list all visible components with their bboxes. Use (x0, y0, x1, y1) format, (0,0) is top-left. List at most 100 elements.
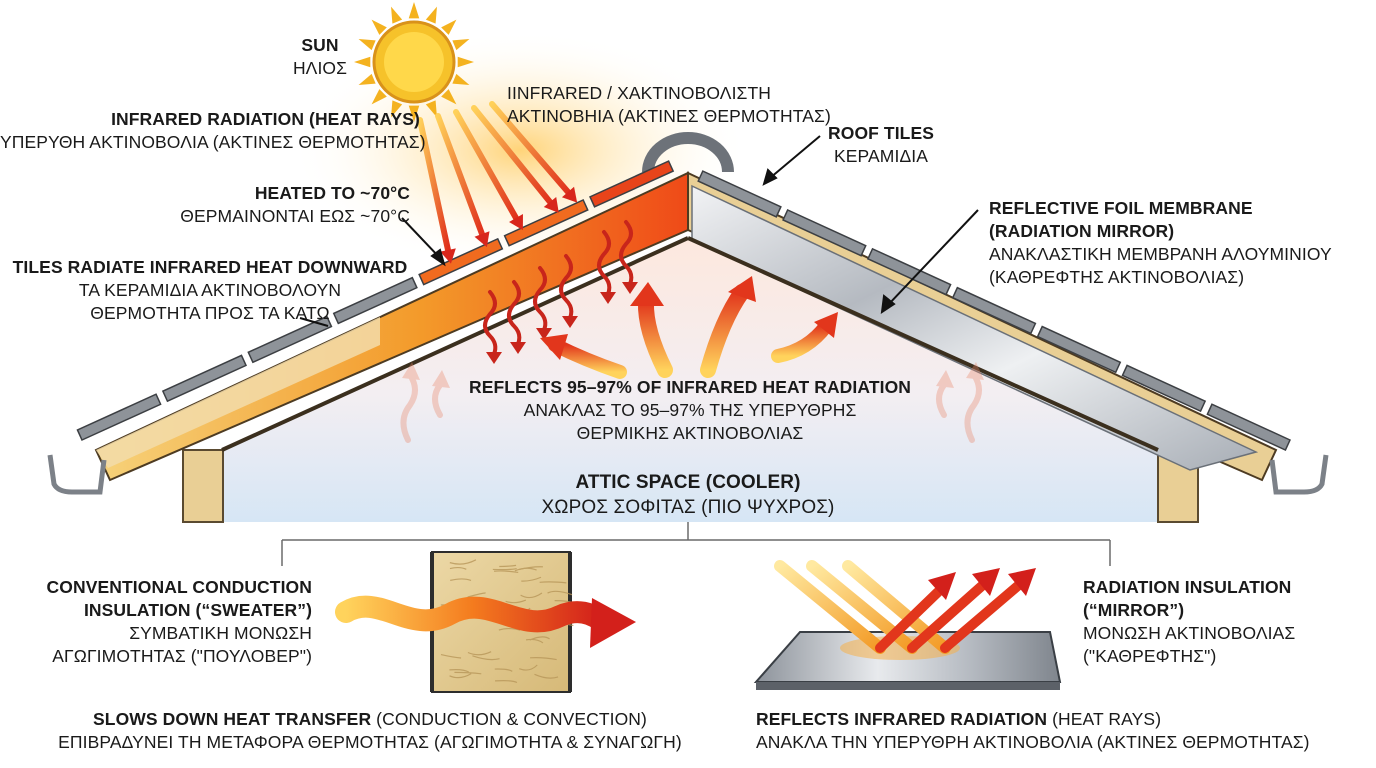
heat-ray (471, 105, 553, 205)
right-gutter (1269, 454, 1329, 495)
downward-heat-arrows (483, 220, 638, 364)
arrow-icon (543, 196, 559, 213)
reflective-foil (691, 184, 1259, 471)
wavy-heat-arrow (619, 220, 634, 286)
wavy-arrow-head (622, 282, 638, 294)
wavy-arrow-head (562, 316, 578, 328)
arrow-icon (561, 186, 578, 203)
roof-tile (76, 393, 162, 441)
wavy-arrow-head (600, 292, 616, 304)
sun-ray (371, 89, 387, 105)
bracket-lines (281, 522, 1111, 566)
roof-tile (866, 247, 952, 296)
roof-tile (1121, 364, 1207, 413)
batt-fiber (492, 567, 517, 571)
roof-tiles-right (697, 170, 1291, 451)
batt-fiber (525, 638, 544, 644)
roof-tiles-label: ROOF TILES ΚΕΡΑΜΙΔΙΑ (828, 123, 934, 166)
left-rafter-cream (96, 317, 380, 468)
sun-ray (358, 39, 376, 51)
attic-label: ATTIC SPACE (COOLER) ΧΩΡΟΣ ΣΟΦΙΤΑΣ (ΠΙΟ … (541, 472, 835, 518)
arrow-icon (440, 248, 456, 264)
batt-fiber (498, 627, 521, 631)
batt-fiber (505, 599, 527, 604)
left-wall (182, 449, 224, 523)
sun-ray (408, 2, 420, 19)
batt-fiber (449, 668, 470, 673)
wavy-arrow-head (510, 342, 526, 354)
conventional-label: CONVENTIONAL CONDUCTION INSULATION (“SWE… (46, 577, 312, 666)
batt-fiber (493, 570, 519, 574)
heat-ray (489, 101, 571, 195)
wavy-arrow-head (536, 328, 552, 340)
radiation-insulation-label: RADIATION INSULATION (“MIRROR”) ΜΟΝΩΣΗ Α… (1083, 577, 1296, 666)
batt-fiber (450, 578, 472, 582)
batt-fiber (449, 673, 472, 679)
roof-tile (697, 170, 782, 218)
batt-fiber (521, 576, 542, 582)
sun-ray (452, 39, 470, 51)
batt-fiber (530, 657, 557, 661)
wavy-heat-arrow (597, 230, 612, 296)
arrow-icon (474, 231, 490, 248)
batt-fiber (520, 592, 543, 599)
sun-ray (371, 19, 387, 35)
mirror-plate-icon (753, 560, 1062, 690)
sun-ray (391, 6, 403, 24)
batt-fiber (467, 651, 492, 656)
sun-ray (425, 100, 437, 118)
heat-ray (435, 113, 485, 237)
heat-ray (417, 117, 451, 253)
roof-tiles-left (76, 160, 675, 441)
sun-ray (358, 73, 376, 85)
sun-ray (457, 56, 474, 68)
batt-fiber (499, 564, 517, 568)
heat-ray (453, 109, 519, 221)
infrared-top-label: IINFRARED / ΧΑΚΤΙΝΟΒΟΛΙΣΤΗ ΑΚΤΙΝΟΒΗΙΑ (Α… (507, 83, 831, 126)
sun-label: SUN ΗΛΙΟΣ (292, 35, 348, 78)
roof-tile (161, 354, 248, 403)
wavy-heat-arrow (533, 266, 548, 332)
sun-ray (425, 6, 437, 24)
batt-fiber (547, 590, 573, 596)
batt-fiber (449, 559, 477, 565)
sun-icon (354, 2, 474, 122)
roof-tile (503, 198, 589, 247)
slows-label: SLOWS DOWN HEAT TRANSFER (CONDUCTION & C… (58, 709, 682, 752)
infrared-rays (417, 101, 578, 264)
rising-heat-wisps (400, 362, 984, 443)
batt-fiber (440, 653, 462, 659)
leader-lines (299, 135, 979, 327)
sun-ray (391, 100, 403, 118)
sun-ray (441, 89, 457, 105)
batt-fiber (534, 673, 559, 679)
batt-fiber (494, 680, 518, 684)
attic-space (222, 240, 1158, 522)
reflects-percent-label: REFLECTS 95–97% OF INFRARED HEAT RADIATI… (468, 377, 912, 443)
heated-label: HEATED TO ~70°C ΘΕΡΜΑΙΝΟΝΤΑΙ ΕΩΣ ~70°C (180, 183, 410, 226)
tiles-radiate-label: TILES RADIATE INFRARED HEAT DOWNWARD ΤΑ … (12, 257, 408, 323)
sun-ray (452, 73, 470, 85)
batt-fiber (519, 664, 538, 671)
batt-fiber (454, 671, 482, 675)
batt-fiber (472, 655, 500, 661)
batt-fiber (514, 567, 537, 572)
reflective-foil-label: REFLECTIVE FOIL MEMBRANE (RADIATION MIRR… (989, 198, 1332, 287)
batt-fiber (539, 581, 567, 584)
batt-fiber (494, 668, 513, 672)
wavy-heat-arrow (507, 280, 522, 346)
roof-tile (589, 160, 675, 208)
arrow-icon (509, 214, 523, 231)
roof-tile (332, 276, 418, 325)
ridge-cap (642, 132, 734, 173)
batt-fiber (449, 566, 467, 570)
roof-tile (247, 315, 333, 364)
sun-ray (441, 19, 457, 35)
sun-ray (408, 105, 420, 122)
sun-ray (354, 56, 371, 68)
infrared-radiation-label: INFRARED RADIATION (HEAT RAYS) ΥΠΕΡΥΘΗ Α… (0, 109, 426, 152)
wavy-arrow-icon (335, 595, 636, 648)
wavy-heat-arrow (483, 290, 498, 356)
curved-arrow-icon (540, 276, 838, 379)
